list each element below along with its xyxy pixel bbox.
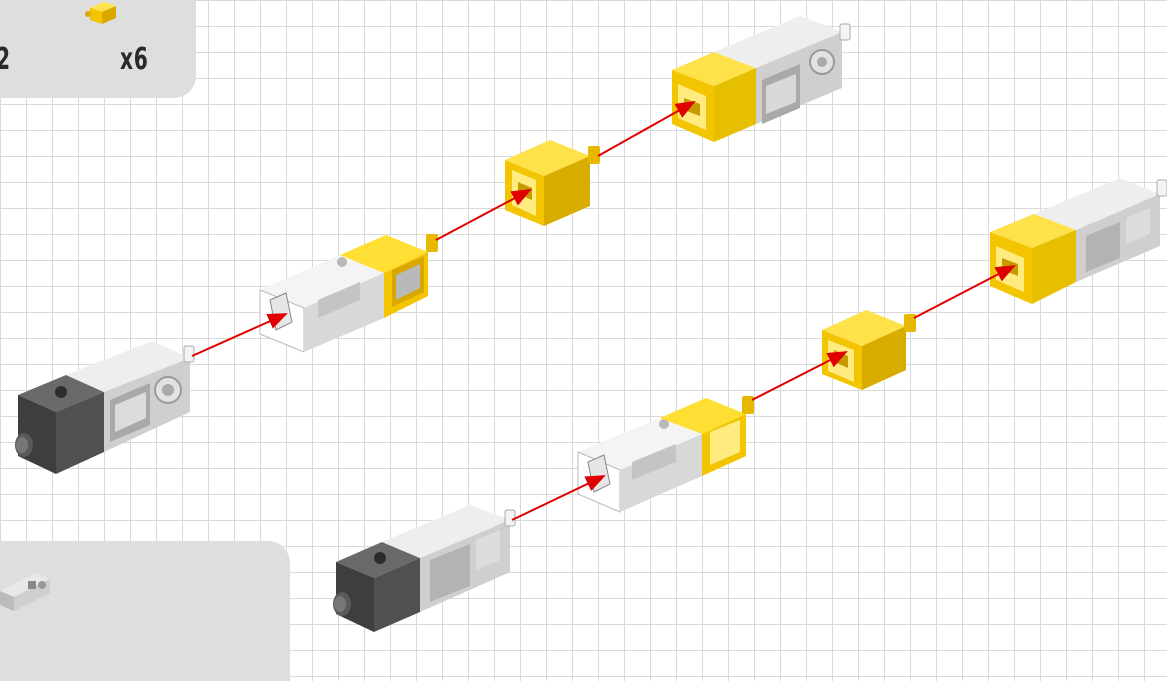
bottom-row-white-beam [577,396,754,513]
top-row-white-beam [259,234,438,353]
arrow-bottom-3 [913,265,1016,319]
parts-count-right: x6 [120,42,149,77]
parts-count-left: 2 [0,42,11,77]
knob-icon [15,433,33,457]
bottom-row-yellow-connector [822,310,916,390]
assembled-beam-thumbnail-icon [0,573,50,611]
yellow-connector-block-icon [85,2,116,24]
arrow-top-3 [597,101,696,157]
arrow-top-2 [435,189,532,241]
top-row-base-beam [15,341,195,474]
top-row-yellow-connector [505,140,600,226]
bottom-row-end-beam [990,178,1167,304]
arrow-top-1 [191,313,288,357]
assembly-diagram [15,16,1167,632]
parts-panel: 2 x6 [0,0,196,98]
knob-icon [333,592,351,616]
top-row-end-beam [672,16,851,142]
arrow-bottom-1 [511,475,606,521]
arrow-bottom-2 [751,351,848,401]
bottom-row-base-beam [333,505,516,632]
assembly-arrows [191,101,1016,521]
